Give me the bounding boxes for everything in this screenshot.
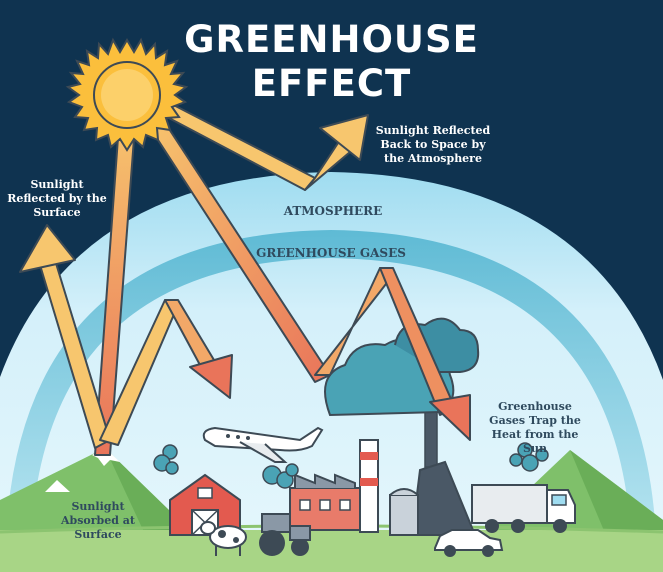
airplane [202, 426, 324, 463]
truck [471, 484, 576, 533]
cooling-tower [389, 460, 477, 536]
sun-icon [65, 37, 189, 152]
car [434, 529, 504, 557]
label-atmosphere: ATMOSPHERE [283, 204, 383, 218]
smoke-puffs [153, 442, 549, 489]
label-absorbed-at-surface: Sunlight Absorbed at Surface [61, 500, 135, 541]
cow [200, 521, 247, 556]
ground [0, 530, 663, 572]
label-greenhouse-gases: GREENHOUSE GASES [256, 246, 406, 260]
label-reflected-by-surface: Sunlight Reflected by the Surface [7, 178, 107, 219]
tractor [259, 513, 311, 556]
label-trap-heat: Greenhouse Gases Trap the Heat from the … [489, 400, 581, 455]
title-line-2: EFFECT [251, 62, 412, 105]
label-reflected-by-atmosphere: Sunlight Reflected Back to Space by the … [375, 124, 491, 165]
factory [289, 411, 438, 533]
title-line-1: GREENHOUSE [184, 18, 479, 61]
